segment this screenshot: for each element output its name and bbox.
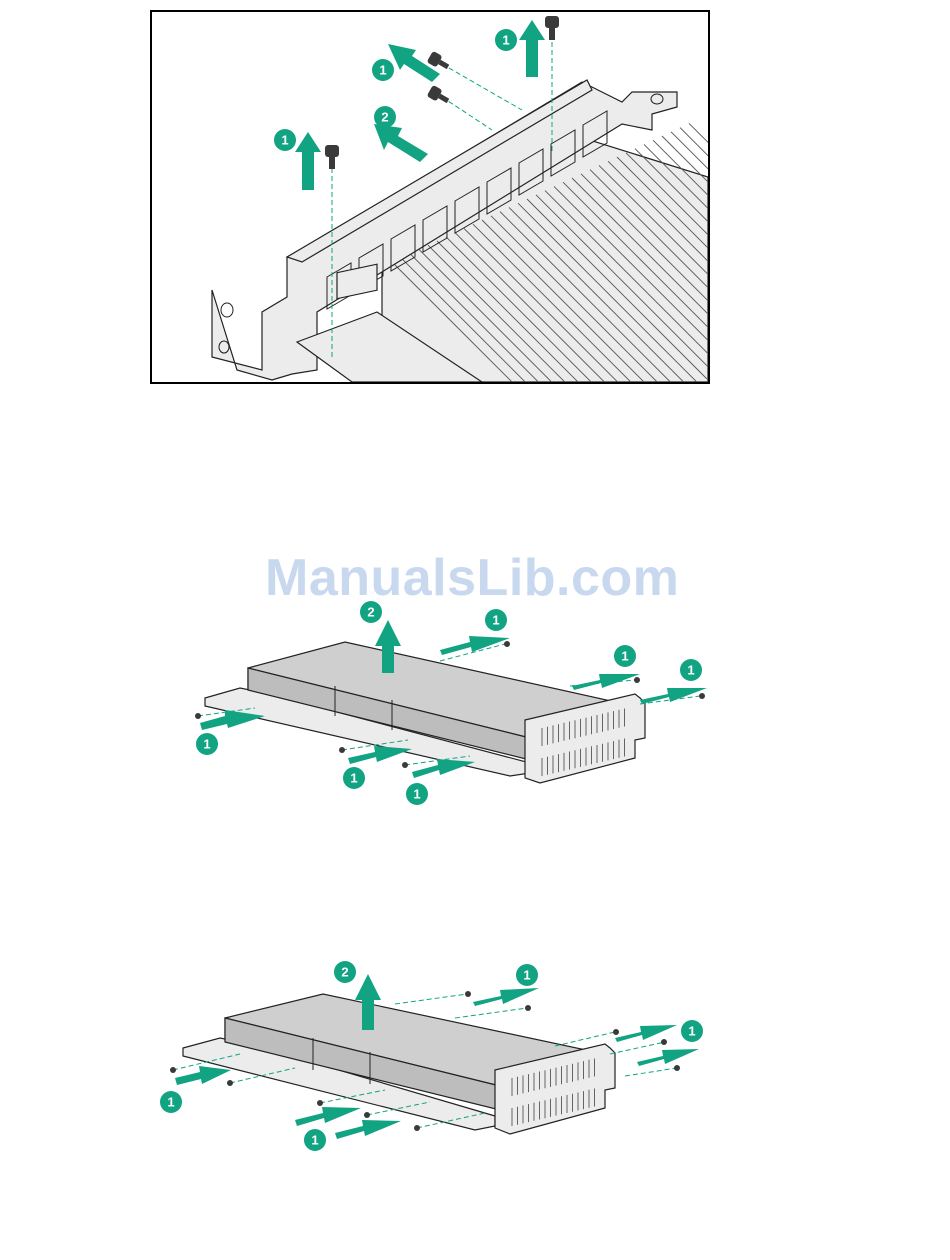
remove-arrow-icon: [175, 1066, 231, 1085]
remove-arrow-icon: [348, 746, 412, 764]
remove-arrow-icon: [473, 988, 539, 1006]
screw-icon: [427, 85, 452, 107]
svg-text:1: 1: [281, 133, 288, 148]
step-callout: 1: [372, 59, 394, 81]
screw-icon: [465, 991, 471, 997]
step-callout: 1: [614, 645, 636, 667]
card-cover-removal-figure-b: 2 1 1 1 1: [155, 958, 715, 1166]
screw-icon: [227, 1080, 233, 1086]
card-illustration-b: 2 1 1 1 1: [155, 958, 715, 1166]
step-callout: 1: [485, 609, 507, 631]
remove-arrow-icon: [295, 1107, 361, 1126]
step-callout: 1: [160, 1091, 182, 1113]
lift-arrow-icon: [519, 20, 545, 77]
svg-text:1: 1: [350, 771, 357, 786]
svg-text:2: 2: [341, 965, 348, 980]
bracket-illustration: 1 1 2 1: [152, 12, 708, 382]
screw-icon: [364, 1112, 370, 1118]
screw-icon: [339, 747, 345, 753]
svg-text:1: 1: [523, 968, 530, 983]
svg-text:2: 2: [367, 605, 374, 620]
screw-icon: [504, 641, 510, 647]
step-callout: 1: [274, 129, 296, 151]
screw-icon: [699, 693, 705, 699]
screw-icon: [325, 145, 339, 169]
screw-icon: [634, 677, 640, 683]
screw-icon: [414, 1125, 420, 1131]
step-callout: 2: [374, 106, 396, 128]
remove-arrow-icon: [637, 1049, 699, 1066]
screw-icon: [402, 762, 408, 768]
step-callout: 1: [304, 1129, 326, 1151]
step-callout: 1: [681, 1020, 703, 1042]
svg-text:1: 1: [687, 663, 694, 678]
step-callout: 1: [516, 964, 538, 986]
remove-arrow-icon: [572, 674, 640, 690]
screw-icon: [661, 1039, 667, 1045]
slide-arrow-icon: [374, 124, 428, 162]
svg-text:1: 1: [688, 1024, 695, 1039]
remove-arrow-icon: [335, 1120, 401, 1139]
step-callout: 1: [406, 783, 428, 805]
svg-text:1: 1: [621, 649, 628, 664]
svg-text:1: 1: [167, 1095, 174, 1110]
screw-icon: [170, 1067, 176, 1073]
svg-text:1: 1: [203, 737, 210, 752]
step-callout: 2: [360, 601, 382, 623]
screw-icon: [317, 1100, 323, 1106]
screw-icon: [195, 713, 201, 719]
card-illustration-a: 2 1 1 1 1 1 1: [180, 598, 720, 810]
screw-icon: [613, 1029, 619, 1035]
remove-arrow-icon: [412, 759, 475, 778]
step-callout: 2: [334, 961, 356, 983]
screw-icon: [674, 1065, 680, 1071]
remove-arrow-icon: [615, 1025, 677, 1042]
svg-text:1: 1: [502, 33, 509, 48]
svg-text:1: 1: [379, 63, 386, 78]
step-callout: 1: [196, 733, 218, 755]
screw-icon: [525, 1005, 531, 1011]
card-cover-removal-figure-a: 2 1 1 1 1 1 1: [180, 598, 720, 810]
svg-text:1: 1: [492, 613, 499, 628]
lift-arrow-icon: [295, 132, 321, 190]
svg-text:1: 1: [413, 787, 420, 802]
step-callout: 1: [495, 29, 517, 51]
svg-text:1: 1: [311, 1133, 318, 1148]
screw-icon: [545, 16, 559, 40]
step-callout: 1: [343, 767, 365, 789]
svg-text:2: 2: [381, 110, 388, 125]
step-callout: 1: [680, 659, 702, 681]
bracket-removal-figure: 1 1 2 1: [150, 10, 710, 384]
